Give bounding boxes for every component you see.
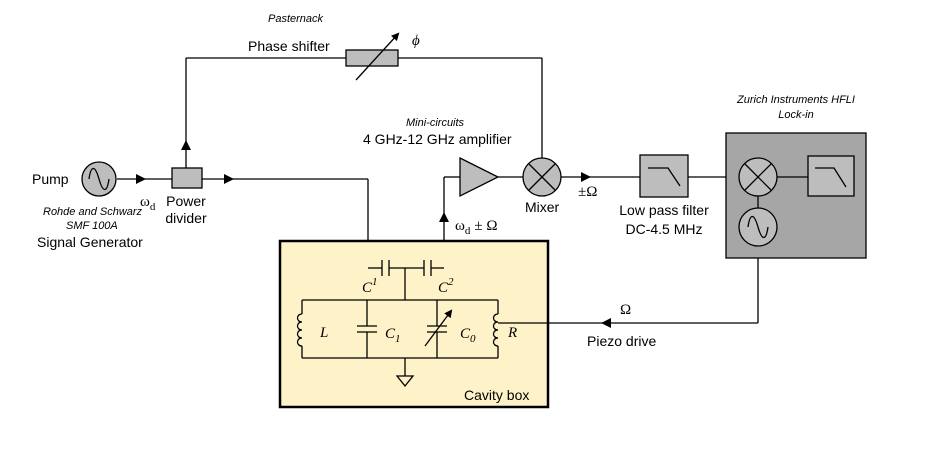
resistor-icon [492,313,499,347]
divider-label-1: Power [166,193,206,209]
sine-wave-icon [88,167,110,191]
lpf-block [639,154,689,198]
amplifier-triangle-icon [459,156,500,198]
arrow-pump [136,174,146,184]
lock-in: Zurich Instruments HFLI Lock-in [725,94,867,259]
arrow-piezo [601,318,611,328]
lockin-label-1: Zurich Instruments HFLI [736,94,855,106]
arrow-mixer-out [581,172,591,182]
phase-shifter-make: Pasternack [268,13,324,25]
pump-make: Rohde and Schwarz [43,206,143,218]
amplifier-name: 4 GHz-12 GHz amplifier [363,131,512,147]
amplifier-make: Mini-circuits [406,117,465,129]
amplifier: Mini-circuits 4 GHz-12 GHz amplifier [363,117,512,198]
cavity-box-label: Cavity box [464,387,529,403]
lpf-label-1: Low pass filter [619,202,709,218]
lockin-mixer-cross-b [744,163,772,191]
low-pass-filter: Low pass filter DC-4.5 MHz [619,154,709,237]
lockin-label-2: Lock-in [778,109,813,121]
c0-variable-arrow-icon [424,309,453,347]
pump-name: Signal Generator [37,234,143,250]
lpf-response-icon [648,167,681,187]
cavity-box-frame [278,239,550,409]
inductor-label: L [319,325,328,341]
pump-label: Pump [32,171,69,187]
inductor-icon [296,313,303,347]
phase-shifter: Pasternack Phase shifter ϕ [248,13,420,81]
lockin-sine-icon [747,215,769,239]
c0-label: C0 [460,326,476,345]
mixer-output-label: ±Ω [578,184,597,200]
divider-label-2: divider [165,210,207,226]
arrow-divider-up [181,140,191,150]
phase-symbol: ϕ [412,33,420,49]
sideband-label: ωd± Ω [455,218,498,237]
coupling-cap-left-label: C1 [362,276,378,296]
variable-arrow-icon [355,32,400,81]
lockin-filter-block [807,155,855,197]
mixer-cross-b [528,163,556,191]
phase-shifter-name: Phase shifter [248,38,330,54]
pump-source: Pump ωd Rohde and Schwarz SMF 100A Signa… [32,161,156,250]
arrow-divider-right [224,174,234,184]
ground-icon [395,375,415,388]
pump-freq-symbol: ωd [140,194,156,213]
c1-label: C1 [385,326,401,345]
phase-shifter-block [345,49,399,67]
arrow-cavity-out [439,212,449,222]
mixer-label: Mixer [525,199,560,215]
coupling-cap-right-label: C2 [438,276,454,296]
pump-model: SMF 100A [66,220,118,232]
piezo-label: Piezo drive [587,333,656,349]
lpf-label-2: DC-4.5 MHz [625,221,702,237]
cavity-box: C1 C2 L C1 C0 R Cavity box [278,239,550,409]
power-divider-block [171,167,203,189]
piezo-omega: Ω [620,302,631,318]
resistor-label: R [507,325,517,341]
mixer: Mixer ±Ω [522,157,597,215]
power-divider: Power divider [165,167,207,226]
lockin-filter-icon [815,167,847,188]
